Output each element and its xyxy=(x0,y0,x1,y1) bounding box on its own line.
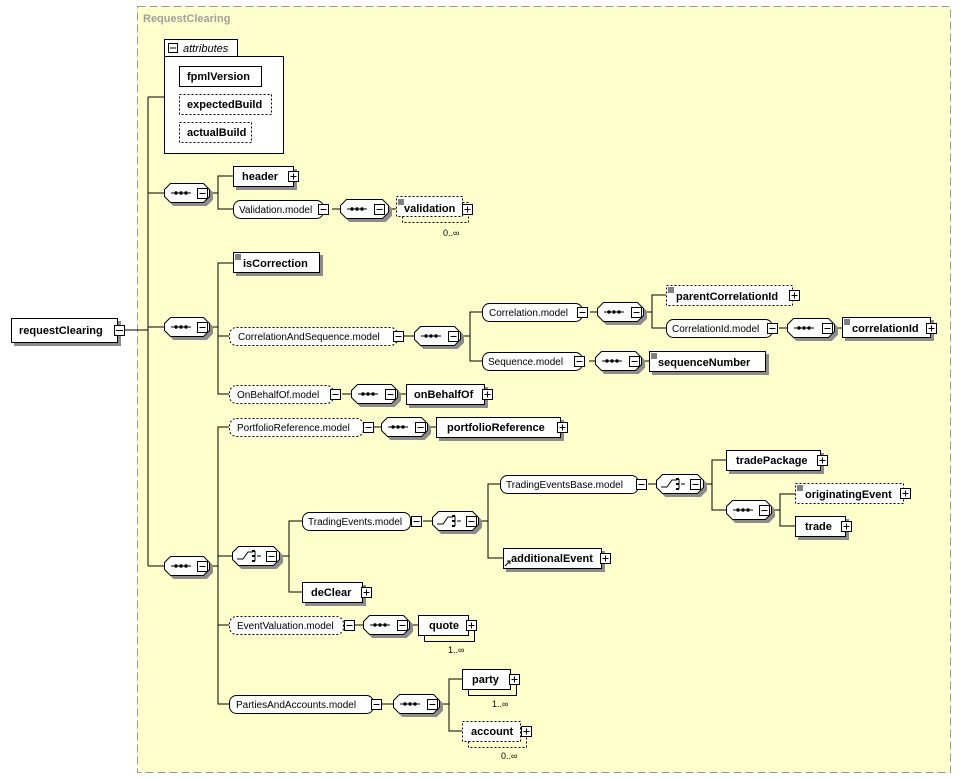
element-originatingEvent[interactable]: originatingEvent xyxy=(795,483,911,504)
group-CorrelationId.model[interactable]: CorrelationId.model xyxy=(666,319,778,338)
group-Sequence.model[interactable]: Sequence.model xyxy=(482,352,585,371)
group-label: PartiesAndAccounts.model xyxy=(236,700,356,711)
group-label: OnBehalfOf.model xyxy=(237,390,319,401)
element-label: additionalEvent xyxy=(511,553,593,565)
element-quote[interactable]: quote 1..∞ xyxy=(418,615,477,656)
element-label: correlationId xyxy=(852,323,919,335)
group-TradingEventsBase.model[interactable]: TradingEventsBase.model xyxy=(500,475,647,494)
group-CorrelationAndSequence.model[interactable]: CorrelationAndSequence.model xyxy=(229,327,404,346)
attribute-actualBuild[interactable]: actualBuild xyxy=(179,122,252,143)
element-label: trade xyxy=(805,521,832,533)
element-label: originatingEvent xyxy=(805,489,892,501)
group-PortfolioReference.model[interactable]: PortfolioReference.model xyxy=(229,418,374,437)
group-label: TradingEventsBase.model xyxy=(506,480,623,491)
element-label: account xyxy=(471,726,514,738)
sequence-compositor[interactable] xyxy=(164,556,210,576)
element-label: party xyxy=(472,674,500,686)
sequence-compositor[interactable] xyxy=(381,417,428,437)
cardinality-label: 0..∞ xyxy=(501,751,517,761)
element-sequenceNumber[interactable]: sequenceNumber xyxy=(649,351,766,372)
attribute-label: fpmlVersion xyxy=(187,71,250,83)
group-label: EventValuation.model xyxy=(237,621,334,632)
element-label: sequenceNumber xyxy=(658,357,751,369)
group-label: CorrelationAndSequence.model xyxy=(238,332,380,343)
element-additionalEvent[interactable]: additionalEvent xyxy=(503,548,611,569)
element-correlationId[interactable]: correlationId xyxy=(842,317,937,338)
element-label: isCorrection xyxy=(243,258,308,270)
attribute-fpmlVersion[interactable]: fpmlVersion xyxy=(179,66,262,87)
element-label: quote xyxy=(429,620,459,632)
group-TradingEvents.model[interactable]: TradingEvents.model xyxy=(302,512,422,531)
group-Correlation.model[interactable]: Correlation.model xyxy=(482,303,588,322)
attribute-label: expectedBuild xyxy=(187,99,262,111)
element-tradePackage[interactable]: tradePackage xyxy=(726,450,828,471)
element-deClear[interactable]: deClear xyxy=(302,582,372,603)
sequence-compositor[interactable] xyxy=(595,351,642,371)
group-EventValuation.model[interactable]: EventValuation.model xyxy=(229,616,355,635)
element-isCorrection[interactable]: isCorrection xyxy=(233,252,320,273)
sequence-compositor[interactable] xyxy=(351,384,398,404)
element-label: deClear xyxy=(311,587,352,599)
group-Validation.model[interactable]: Validation.model xyxy=(233,200,329,219)
element-label: parentCorrelationId xyxy=(676,291,778,303)
sequence-compositor[interactable] xyxy=(787,318,835,338)
element-label: validation xyxy=(404,203,456,215)
element-label: tradePackage xyxy=(736,455,808,467)
element-party[interactable]: party 1..∞ xyxy=(462,669,520,710)
element-requestClearing[interactable]: requestClearing xyxy=(11,318,125,343)
sequence-compositor[interactable] xyxy=(393,694,440,714)
sequence-compositor[interactable] xyxy=(164,183,210,203)
group-label: Correlation.model xyxy=(489,308,568,319)
group-label: Sequence.model xyxy=(488,357,563,368)
group-PartiesAndAccounts.model[interactable]: PartiesAndAccounts.model xyxy=(229,695,382,714)
panel-title: RequestClearing xyxy=(143,13,230,25)
element-trade[interactable]: trade xyxy=(795,516,852,537)
connectors xyxy=(125,96,842,732)
sequence-compositor[interactable] xyxy=(597,302,644,322)
choice-compositor[interactable] xyxy=(232,546,280,566)
element-label: header xyxy=(242,171,279,183)
sequence-compositor[interactable] xyxy=(363,615,410,635)
element-onBehalfOf[interactable]: onBehalfOf xyxy=(406,384,493,405)
reference-arrow-icon xyxy=(504,560,511,567)
element-label: onBehalfOf xyxy=(414,389,474,401)
cardinality-label: 1..∞ xyxy=(448,645,464,655)
element-portfolioReference[interactable]: portfolioReference xyxy=(436,417,568,438)
element-label: portfolioReference xyxy=(447,422,545,434)
element-label: requestClearing xyxy=(19,325,103,337)
sequence-compositor[interactable] xyxy=(414,326,461,346)
element-parentCorrelationId[interactable]: parentCorrelationId xyxy=(666,285,800,306)
choice-compositor[interactable] xyxy=(432,511,479,531)
sequence-compositor[interactable] xyxy=(340,199,389,219)
attributes-box: attributes fpmlVersion expectedBuild act… xyxy=(164,39,284,154)
attributes-label: attributes xyxy=(183,43,229,55)
sequence-compositor[interactable] xyxy=(726,500,772,520)
attribute-label: actualBuild xyxy=(187,127,246,139)
element-header[interactable]: header xyxy=(233,166,299,187)
element-account[interactable]: account 0..∞ xyxy=(462,721,532,762)
attribute-expectedBuild[interactable]: expectedBuild xyxy=(179,94,272,115)
group-label: TradingEvents.model xyxy=(308,517,402,528)
element-validation[interactable]: validation 0..∞ xyxy=(396,196,473,239)
group-label: CorrelationId.model xyxy=(672,324,759,335)
group-label: PortfolioReference.model xyxy=(237,423,350,434)
sequence-compositor[interactable] xyxy=(164,317,210,337)
choice-compositor[interactable] xyxy=(656,474,704,494)
group-label: Validation.model xyxy=(239,205,312,216)
cardinality-label: 1..∞ xyxy=(492,699,508,709)
cardinality-label: 0..∞ xyxy=(443,228,459,238)
group-OnBehalfOf.model[interactable]: OnBehalfOf.model xyxy=(229,385,341,404)
